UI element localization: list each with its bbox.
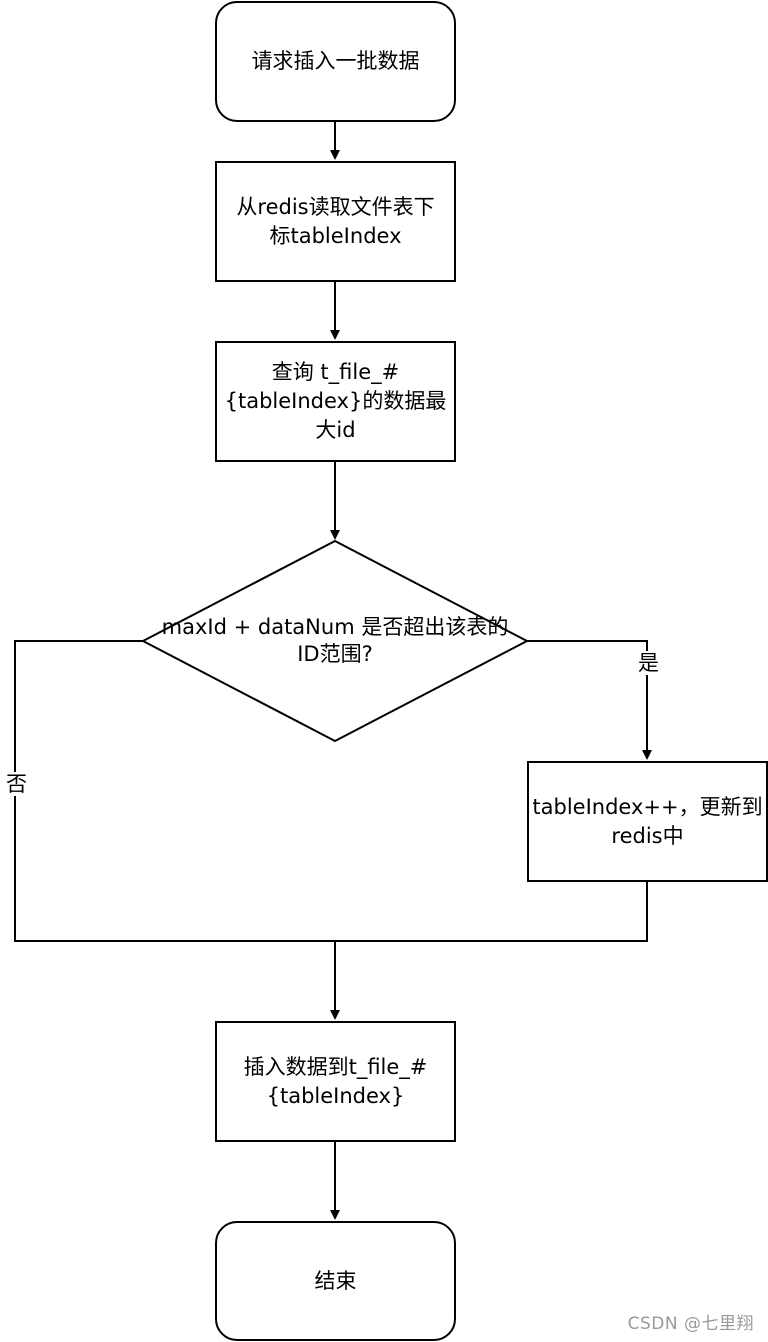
read-index-node: 从redis读取文件表下 标tableIndex (215, 161, 456, 282)
query-line-1: 查询 t_file_# (271, 360, 400, 384)
start-node: 请求插入一批数据 (215, 1, 456, 122)
query-max-id-node: 查询 t_file_# {tableIndex}的数据最 大id (215, 341, 456, 462)
decision-line-2: ID范围? (297, 642, 373, 666)
insert-line-1: 插入数据到t_file_# (243, 1054, 428, 1079)
increment-line-1: tableIndex++，更新到 (532, 794, 763, 819)
increment-node: tableIndex++，更新到 redis中 (527, 761, 768, 882)
end-label: 结束 (314, 1268, 357, 1293)
query-line-3: 大id (315, 418, 356, 442)
insert-node: 插入数据到t_file_# {tableIndex} (215, 1021, 456, 1142)
decision-text: maxId + dataNum 是否超出该表的 ID范围? (120, 614, 550, 668)
no-label: 否 (5, 772, 28, 796)
decision-line-1: maxId + dataNum 是否超出该表的 (161, 615, 509, 639)
edge-increment-to-merge (335, 881, 648, 942)
yes-label: 是 (637, 651, 660, 675)
increment-line-2: redis中 (611, 823, 684, 848)
edge-yes-branch (527, 640, 652, 760)
watermark: CSDN @七里翔 (627, 1314, 754, 1334)
end-node: 结束 (215, 1221, 456, 1341)
decision-diamond (140, 539, 530, 743)
insert-line-2: {tableIndex} (266, 1083, 405, 1108)
read-index-line-2: 标tableIndex (269, 223, 402, 248)
start-label: 请求插入一批数据 (251, 49, 420, 73)
read-index-line-1: 从redis读取文件表下 (236, 194, 435, 219)
query-line-2: {tableIndex}的数据最 (224, 389, 447, 413)
